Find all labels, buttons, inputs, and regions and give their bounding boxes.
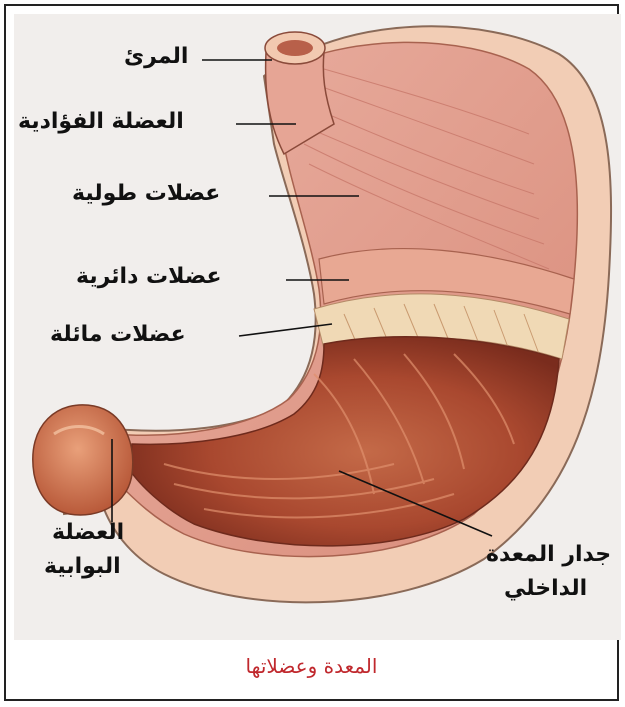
- label-pyloric-muscle-line1: العضلة: [52, 520, 124, 545]
- figure-frame: المرئ العضلة الفؤادية عضلات طولية عضلات …: [4, 4, 619, 701]
- label-longitudinal-muscles: عضلات طولية: [72, 181, 220, 206]
- pylorus: [33, 405, 133, 515]
- label-pyloric-muscle-line2: البوابية: [44, 554, 121, 579]
- label-esophagus: المرئ: [124, 44, 188, 69]
- figure-caption: المعدة وعضلاتها: [6, 654, 617, 678]
- label-inner-wall-line2: الداخلي: [504, 576, 587, 601]
- label-cardiac-muscle: العضلة الفؤادية: [18, 109, 184, 134]
- label-oblique-muscles: عضلات مائلة: [50, 322, 186, 347]
- label-circular-muscles: عضلات دائرية: [76, 264, 222, 289]
- label-inner-wall-line1: جدار المعدة: [486, 542, 611, 567]
- stomach-illustration: المرئ العضلة الفؤادية عضلات طولية عضلات …: [14, 14, 621, 640]
